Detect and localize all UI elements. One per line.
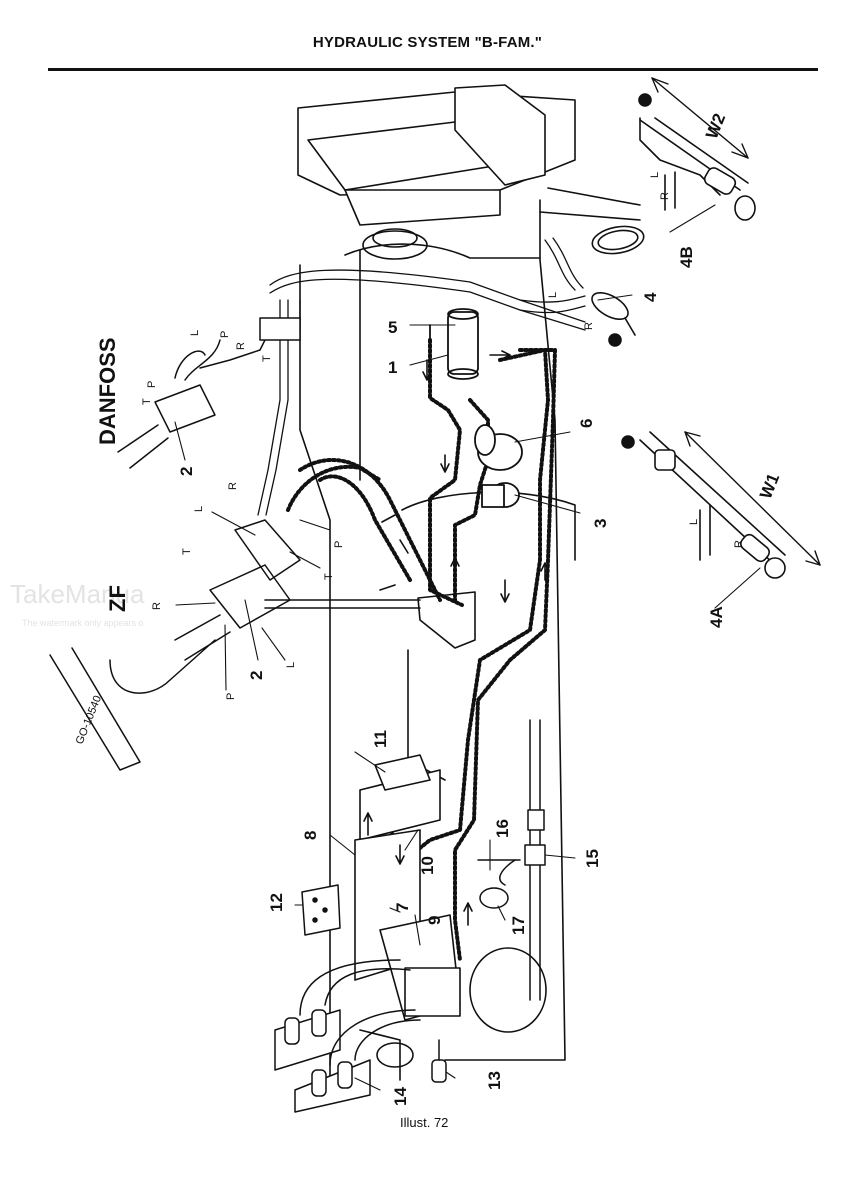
mounting-bracket: [417, 591, 476, 649]
port-l-zf: L: [193, 506, 205, 512]
zf-valve: [49, 519, 301, 771]
port-p-zf: P: [333, 541, 345, 548]
cylinder-w1: [621, 431, 786, 579]
callout-5: 5: [388, 318, 397, 337]
fittings-15-17: [477, 719, 546, 1001]
dimension-lines: [651, 77, 821, 566]
port-l-danfoss: L: [189, 330, 201, 336]
callout-10: 10: [418, 856, 437, 875]
illustration-caption: Illust. 72: [400, 1115, 449, 1130]
plate-12: [301, 884, 341, 936]
port-r-zf: R: [227, 482, 239, 490]
port-r-w2: R: [659, 192, 671, 200]
zf-label: ZF: [105, 585, 130, 612]
cylinder-w2: [638, 93, 756, 221]
hose-lines: [257, 237, 586, 516]
title-rule: [48, 68, 818, 71]
seat-block: [297, 84, 576, 226]
callout-16: 16: [493, 819, 512, 838]
callout-8: 8: [301, 831, 320, 840]
port-p-zf-low: P: [225, 693, 237, 700]
callout-15: 15: [583, 849, 602, 868]
watermark-text: TakeManua: [10, 579, 145, 609]
callout-12: 12: [267, 893, 286, 912]
port-l-w2: L: [649, 172, 661, 178]
flow-arrows: [363, 350, 550, 926]
callout-2-upper: 2: [177, 467, 196, 476]
page-title: HYDRAULIC SYSTEM "B-FAM.": [312, 34, 543, 51]
callout-11: 11: [371, 730, 390, 748]
callout-1: 1: [388, 358, 397, 377]
port-r-zf-left: R: [151, 602, 163, 610]
callout-4: 4: [641, 292, 660, 302]
danfoss-valve: [117, 317, 301, 469]
port-r-w1: R: [733, 540, 745, 548]
port-t-zf-upper: T: [323, 573, 335, 580]
callout-13: 13: [485, 1071, 504, 1090]
port-l-4: L: [547, 292, 559, 298]
pressure-line: [286, 338, 557, 962]
steering-column: [539, 187, 645, 255]
watermark-subtext: The watermark only appears o: [22, 618, 144, 628]
fitting-13: [431, 1039, 447, 1083]
port-p-danfoss-valve: P: [146, 381, 158, 388]
callout-2-lower: 2: [247, 671, 266, 680]
callout-6: 6: [577, 419, 596, 428]
leader-lines: [174, 204, 761, 1091]
connecting-rod: [264, 599, 421, 609]
port-t-danfoss-valve: T: [141, 398, 153, 405]
callout-4a: 4A: [707, 606, 726, 628]
callout-17: 17: [509, 916, 528, 935]
control-block: [354, 754, 461, 1021]
port-r-danfoss: R: [235, 342, 247, 350]
callout-7: 7: [393, 903, 412, 912]
dimension-w1: W1: [756, 471, 783, 502]
port-p-danfoss: P: [219, 331, 231, 338]
callout-3: 3: [591, 519, 610, 528]
port-t-zf: T: [181, 548, 193, 555]
danfoss-label: DANFOSS: [95, 337, 120, 445]
dimension-w2: W2: [702, 111, 729, 142]
port-r-4: R: [583, 322, 595, 330]
pump: [474, 424, 523, 471]
port-t-danfoss: T: [261, 355, 273, 362]
oil-filter: [481, 482, 520, 508]
port-l-zf-low: L: [285, 662, 297, 668]
callout-9: 9: [425, 916, 444, 925]
valve-bank-14: [274, 959, 421, 1113]
port-l-w1: L: [688, 519, 700, 525]
callout-14: 14: [391, 1087, 410, 1106]
filter-assembly: [429, 308, 479, 380]
callout-4b: 4B: [677, 246, 696, 268]
